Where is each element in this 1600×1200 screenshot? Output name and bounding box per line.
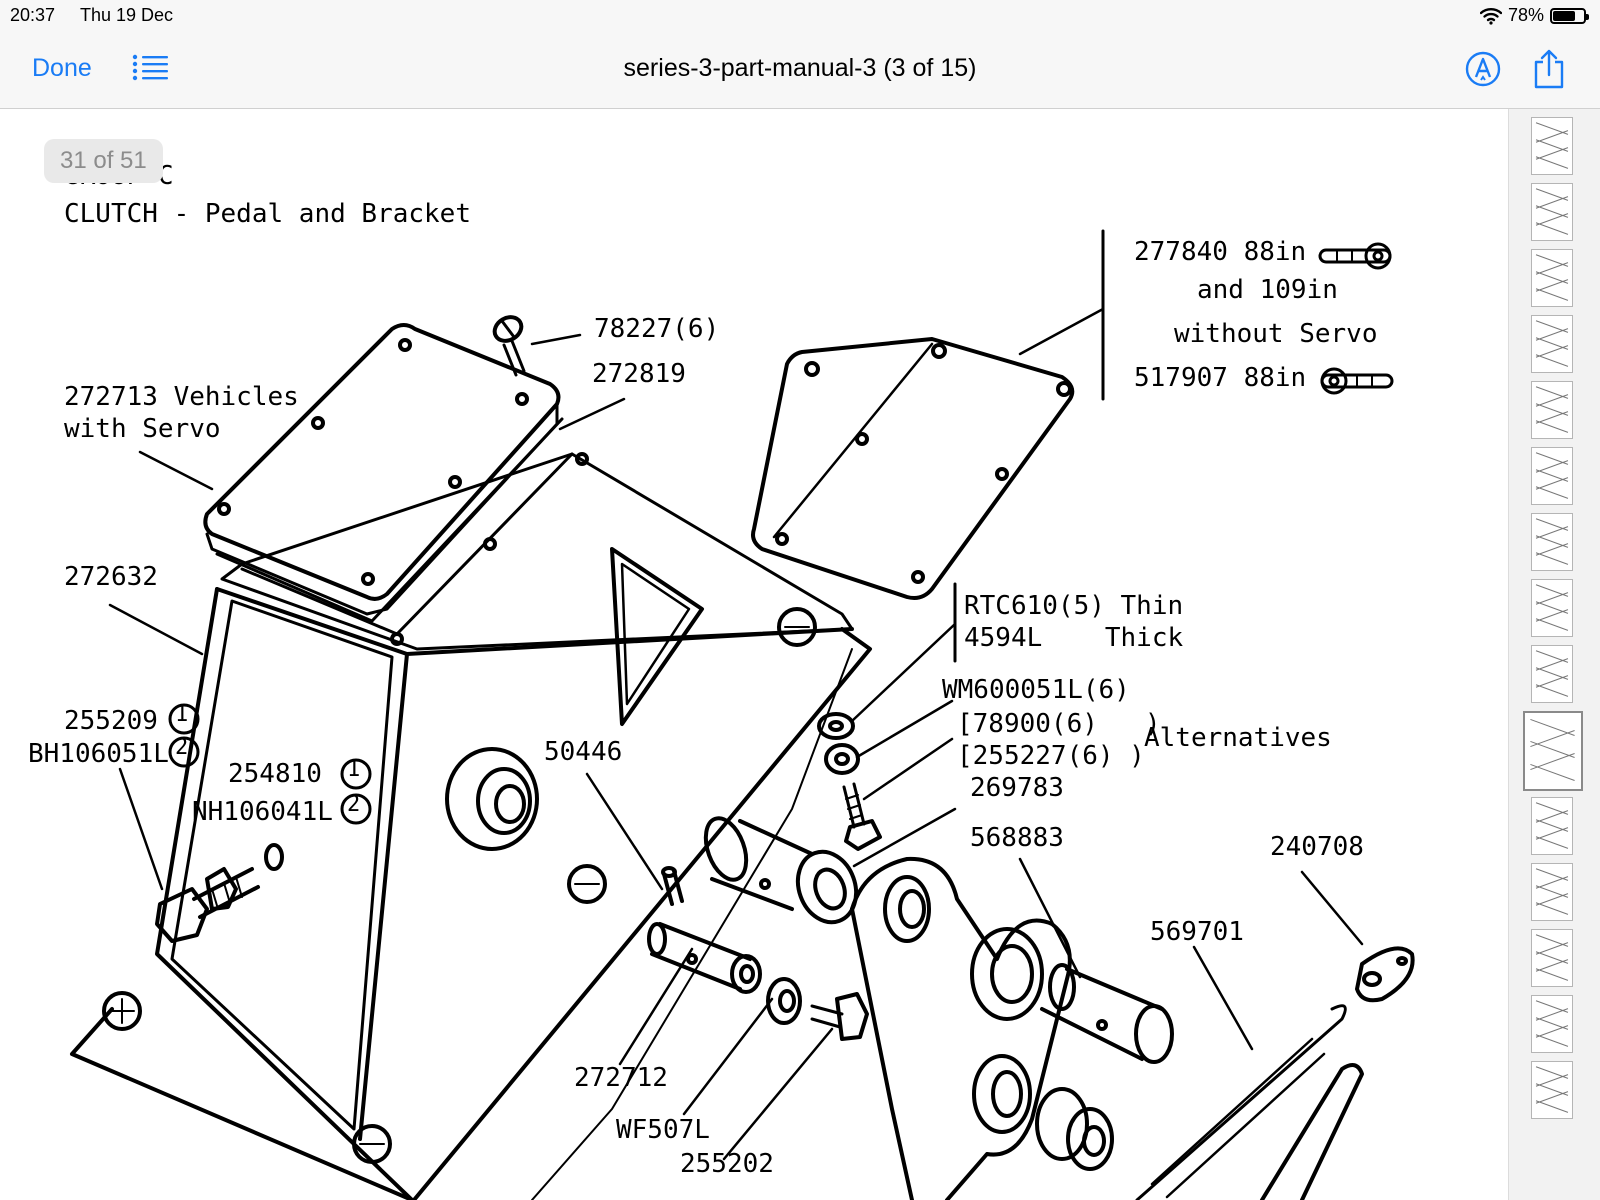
page-thumbnail[interactable]: [1531, 513, 1573, 571]
markup-icon[interactable]: [1464, 50, 1502, 88]
thumbnail-sketch-line: [1536, 1066, 1568, 1079]
page-thumbnail[interactable]: [1531, 929, 1573, 987]
page-thumbnail[interactable]: [1531, 315, 1573, 373]
page-thumbnail[interactable]: [1523, 711, 1583, 791]
page-thumbnail[interactable]: [1531, 645, 1573, 703]
label-272712: 272712: [574, 1063, 668, 1093]
battery-icon: [1550, 7, 1589, 24]
thumbnail-sketch-line: [1536, 617, 1568, 631]
section-title: CLUTCH - Pedal and Bracket: [64, 199, 471, 229]
thumbnail-sketch-line: [1536, 419, 1568, 433]
battery-fill: [1553, 10, 1575, 21]
label-nh106041l: NH106041L: [192, 797, 333, 827]
page-thumbnail[interactable]: [1531, 863, 1573, 921]
label-569701: 569701: [1150, 917, 1244, 947]
done-button[interactable]: Done: [32, 54, 92, 82]
status-time: 20:37: [10, 5, 56, 25]
circle-number-1: 1: [175, 702, 189, 727]
page-thumbnail[interactable]: [1531, 249, 1573, 307]
label-568883: 568883: [970, 823, 1064, 853]
wifi-icon: [1479, 7, 1502, 25]
thumbnail-sketch-line: [1536, 1099, 1568, 1113]
thumbnail-sketch-line: [1536, 835, 1568, 849]
status-bar: 20:37 Thu 19 Dec 78%: [0, 0, 1600, 32]
thumbnail-sketch-line: [1536, 650, 1568, 663]
label-240708: 240708: [1270, 832, 1364, 862]
label-78900: [78900(6) ): [957, 709, 1161, 739]
label-272713: 272713 Vehicles: [64, 382, 299, 412]
label-255202: 255202: [680, 1149, 774, 1179]
label-78227: 78227(6): [594, 314, 720, 344]
page-thumbnail[interactable]: [1531, 995, 1573, 1053]
thumbnail-sketch-line: [1536, 967, 1568, 981]
label-269783: 269783: [970, 773, 1064, 803]
thumbnail-sketch-line: [1536, 934, 1568, 947]
thumbnail-sketch-line: [1536, 320, 1568, 333]
thumbnail-sketch-line: [1536, 1033, 1568, 1047]
thumbnail-sketch-line: [1536, 518, 1568, 531]
thumbnail-sketch-line: [1536, 901, 1568, 915]
thumbnail-sketch-line: [1536, 1000, 1568, 1013]
page-thumbnail[interactable]: [1531, 579, 1573, 637]
label-and-109in: and 109in: [1197, 275, 1338, 305]
battery-percent: 78%: [1507, 5, 1544, 25]
document-title: series-3-part-manual-3 (3 of 15): [623, 54, 977, 82]
circle-number-2: 2: [175, 735, 189, 760]
label-517907: 517907 88in: [1134, 363, 1307, 393]
thumbnail-sketch-line: [1536, 683, 1568, 697]
label-272819: 272819: [592, 359, 686, 389]
thumbnail-sketch-line: [1536, 802, 1568, 815]
label-254810: 254810: [228, 759, 322, 789]
page-thumbnail[interactable]: [1531, 183, 1573, 241]
thumbnail-sketch-line: [1536, 122, 1568, 135]
share-icon[interactable]: [1532, 48, 1566, 90]
thumbnail-sketch-line: [1536, 551, 1568, 565]
thumbnail-sketch-line: [1536, 287, 1568, 301]
thumbnail-sidebar[interactable]: [1508, 109, 1600, 1200]
page-indicator: 31 of 51: [44, 139, 163, 183]
thumbnail-sketch-line: [1536, 155, 1568, 169]
label-255227: [255227(6) ): [957, 741, 1145, 771]
status-date: Thu 19 Dec: [80, 5, 174, 25]
label-without-servo: without Servo: [1174, 319, 1378, 349]
status-right: 78%: [1479, 5, 1589, 26]
page-thumbnail[interactable]: [1531, 797, 1573, 855]
thumbnail-sketch-line: [1536, 485, 1568, 499]
label-255209: 255209: [64, 706, 158, 736]
label-rtc610: RTC610(5) Thin: [964, 591, 1184, 621]
exploded-diagram: [70, 229, 1415, 1200]
label-wm600051l: WM600051L(6): [942, 675, 1130, 705]
page-thumbnail[interactable]: [1531, 381, 1573, 439]
thumbnail-sketch-line: [1536, 386, 1568, 399]
label-wf507l: WF507L: [616, 1115, 710, 1145]
page-thumbnail[interactable]: [1531, 1061, 1573, 1119]
thumbnail-sketch-line: [1536, 584, 1568, 597]
label-50446: 50446: [544, 737, 623, 767]
thumbnail-sketch-line: [1536, 353, 1568, 367]
label-alternatives: Alternatives: [1144, 723, 1332, 753]
thumbnail-sketch-line: [1536, 254, 1568, 267]
circle-number-1: 1: [347, 757, 361, 782]
thumbnail-sketch-line: [1536, 868, 1568, 881]
label-bh106051l: BH106051L: [28, 739, 169, 769]
thumbnail-sketch-line: [1536, 221, 1568, 235]
label-with-servo: with Servo: [64, 414, 221, 444]
thumbnail-sketch-line: [1536, 188, 1568, 201]
label-4594l: 4594L Thick: [964, 623, 1184, 653]
nav-bar: Done series-3-part-manual-3 (3 of 15): [0, 32, 1600, 109]
label-272632: 272632: [64, 562, 158, 592]
thumbnail-sketch-line: [1536, 452, 1568, 465]
label-277840: 277840 88in: [1134, 237, 1307, 267]
page-thumbnail[interactable]: [1531, 117, 1573, 175]
thumbnail-sketch-line: [1530, 764, 1576, 782]
circle-number-2: 2: [347, 792, 361, 817]
list-icon[interactable]: [132, 54, 170, 82]
pdf-page: 1 2 1 2 GROUP C CLUTCH - Pedal and Brack…: [12, 109, 1506, 1200]
page-thumbnail[interactable]: [1531, 447, 1573, 505]
page-viewport[interactable]: 1 2 1 2 GROUP C CLUTCH - Pedal and Brack…: [0, 109, 1508, 1200]
